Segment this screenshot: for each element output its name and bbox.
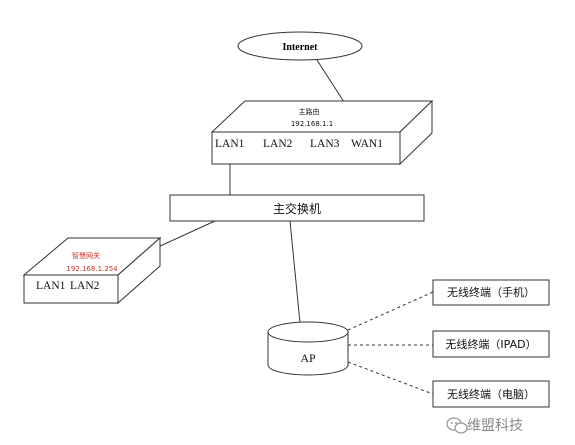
main-router: 主路由 192.168.1.1 LAN1 LAN2 LAN3 WAN1 xyxy=(210,99,434,166)
internet-node: Internet xyxy=(237,31,363,61)
main-router-port-wan1: WAN1 xyxy=(351,138,383,150)
main-switch: 主交换机 xyxy=(169,194,425,222)
main-router-port-lan1: LAN1 xyxy=(215,138,245,150)
gateway-port-lan2: LAN2 xyxy=(70,280,100,292)
ap-to-phone-link xyxy=(347,291,434,331)
switch-to-ap-link xyxy=(289,220,301,324)
terminal-ipad: 无线终端（IPAD） xyxy=(432,330,550,358)
main-router-port-lan3: LAN3 xyxy=(310,138,340,150)
ap-to-pc-link xyxy=(347,361,434,395)
terminal-pc: 无线终端（电脑） xyxy=(432,380,550,408)
wechat-icon xyxy=(446,417,468,434)
terminal-phone: 无线终端（手机） xyxy=(432,279,550,306)
smart-gateway: 智慧网关 192.168.1.254 LAN1 LAN2 xyxy=(22,236,162,305)
watermark-text: 维盟科技 xyxy=(467,418,523,434)
gateway-port-lan1: LAN1 xyxy=(36,280,66,292)
main-router-port-lan2: LAN2 xyxy=(263,138,293,150)
gateway-name: 智慧网关 xyxy=(72,251,100,260)
terminal-phone-label: 无线终端（手机） xyxy=(447,285,535,299)
terminal-ipad-label: 无线终端（IPAD） xyxy=(445,337,536,351)
access-point: AP xyxy=(267,321,349,376)
main-router-ip: 192.168.1.1 xyxy=(291,120,333,128)
gateway-ip: 192.168.1.254 xyxy=(66,265,118,273)
main-switch-label: 主交换机 xyxy=(273,201,321,216)
terminal-pc-label: 无线终端（电脑） xyxy=(447,387,535,401)
main-router-name: 主路由 xyxy=(299,107,320,116)
ap-label: AP xyxy=(300,351,316,365)
watermark: 维盟科技 xyxy=(446,417,523,434)
internet-label: Internet xyxy=(283,42,319,53)
